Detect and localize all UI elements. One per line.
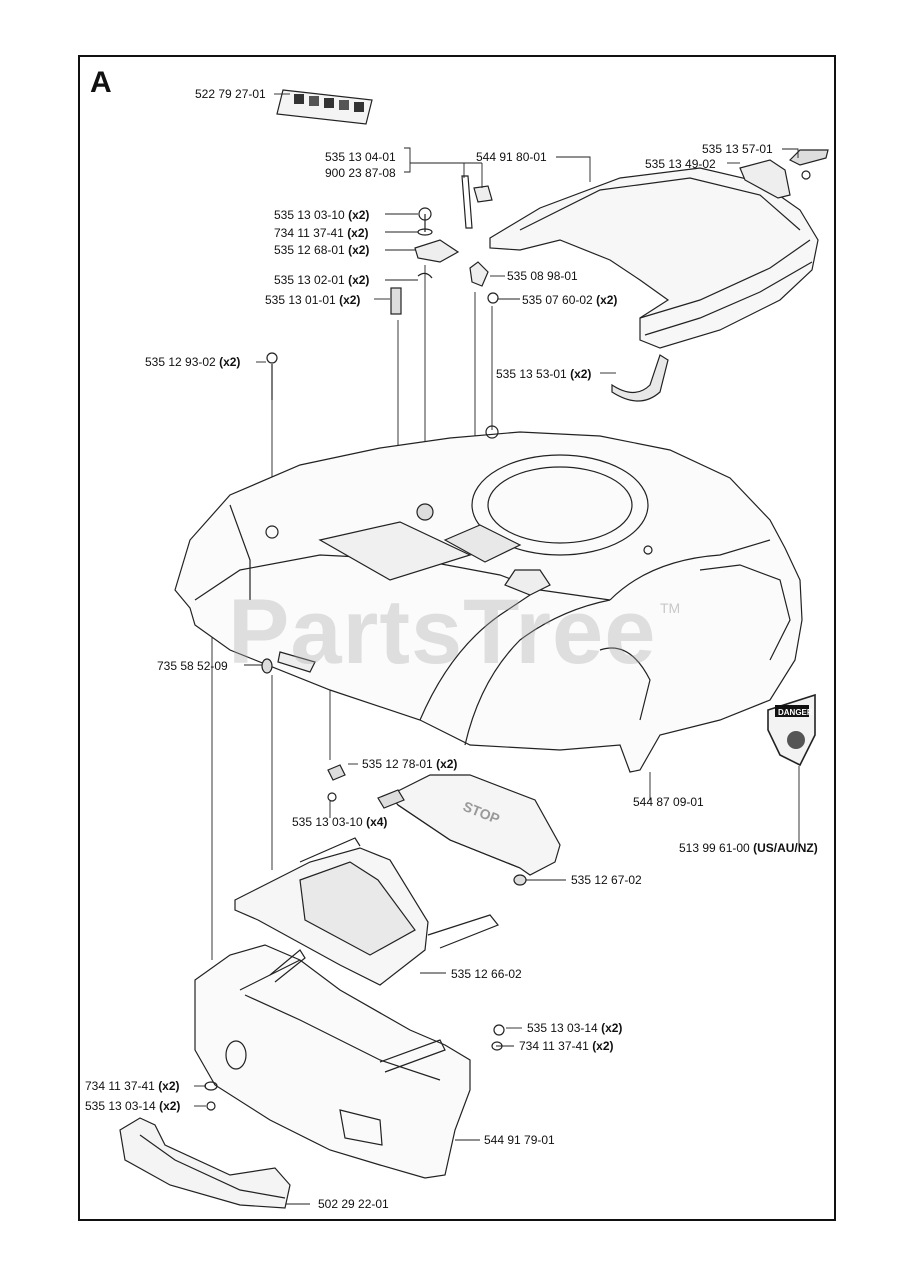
part-label[interactable]: 535 07 60-02 (x2) [522,293,618,307]
part-label[interactable]: 535 13 02-01 (x2) [274,273,370,287]
part-label[interactable]: 544 91 80-01 [476,150,547,164]
diagram-frame [78,55,836,1221]
danger-decal-text: DANGER [778,708,813,717]
part-label[interactable]: 502 29 22-01 [318,1197,389,1211]
lid-hinge [739,149,829,199]
part-label[interactable]: 535 13 53-01 (x2) [496,367,592,381]
main-body-shell [174,425,803,773]
part-label[interactable]: 535 13 03-10 (x4) [292,815,388,829]
part-label[interactable]: 535 13 03-14 (x2) [85,1099,181,1113]
part-label[interactable]: 522 79 27-01 [195,87,266,101]
part-label[interactable]: 734 11 37-41 (x2) [85,1079,180,1093]
small-clip [261,651,316,674]
part-label[interactable]: 535 08 98-01 [507,269,578,283]
section-letter: A [90,66,112,99]
part-label[interactable]: 535 13 03-10 (x2) [274,208,370,222]
part-label[interactable]: 535 13 01-01 (x2) [265,293,361,307]
top-hardware [266,175,499,400]
part-label[interactable]: 734 11 37-41 (x2) [274,226,369,240]
front-bumper [194,944,505,1179]
part-label[interactable]: 535 13 57-01 [702,142,773,156]
part-label[interactable]: 535 13 49-02 [645,157,716,171]
part-label[interactable]: 535 13 03-14 (x2) [527,1021,623,1035]
part-label[interactable]: 734 11 37-41 (x2) [519,1039,614,1053]
top-lid [489,167,819,349]
watermark: PartsTree [228,581,657,683]
part-label[interactable]: 535 12 78-01 (x2) [362,757,458,771]
part-label[interactable]: 535 12 93-02 (x2) [145,355,241,369]
warning-decal-strip [276,89,373,125]
part-label[interactable]: 900 23 87-08 [325,166,396,180]
part-label[interactable]: 535 13 04-01 [325,150,396,164]
stop-button-cover: STOP [327,764,561,886]
danger-decal: DANGER [767,693,816,767]
display-cover [234,837,499,986]
part-label[interactable]: 535 12 67-02 [571,873,642,887]
watermark-tm: TM [660,600,681,616]
part-label[interactable]: 544 91 79-01 [484,1133,555,1147]
part-label[interactable]: 544 87 09-01 [633,795,704,809]
part-label[interactable]: 535 12 68-01 (x2) [274,243,370,257]
part-label[interactable]: 735 58 52-09 [157,659,228,673]
carry-handle [119,1117,291,1209]
lid-hook [611,354,669,402]
part-label[interactable]: 535 12 66-02 [451,967,522,981]
part-label[interactable]: 513 99 61-00 (US/AU/NZ) [679,841,818,855]
